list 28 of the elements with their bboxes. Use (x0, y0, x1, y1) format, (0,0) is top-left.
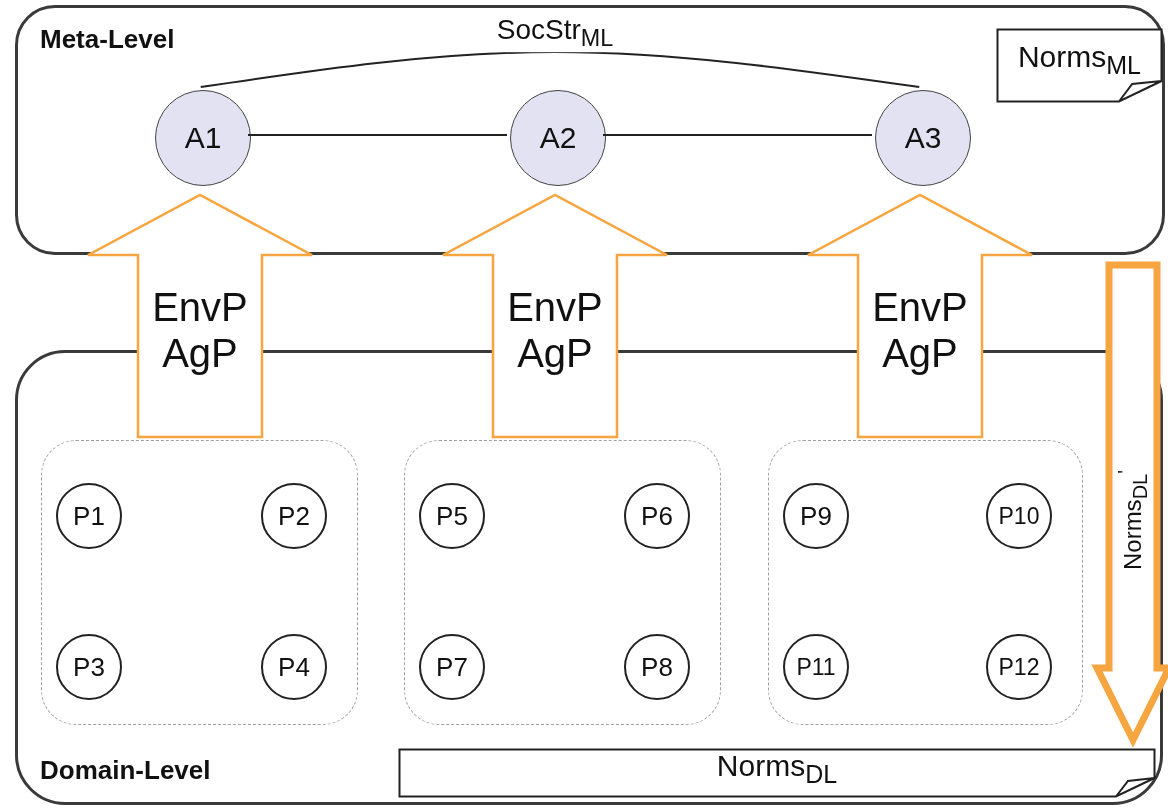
place-label: P6 (641, 500, 673, 532)
place-label: P2 (278, 500, 310, 532)
place-label: P11 (796, 653, 836, 681)
agent-label: A3 (904, 121, 942, 155)
place-label: P3 (73, 651, 105, 683)
connector-line (247, 134, 508, 136)
place-label: P5 (436, 500, 468, 532)
document-label: Norms$_{DL}$ (716, 749, 838, 789)
agent-label: A1 (184, 121, 222, 155)
place-label: P10 (998, 502, 1040, 530)
level-title: Domain-Level (40, 755, 211, 786)
document-shape (398, 748, 1156, 798)
group-box (404, 440, 721, 725)
group-box (768, 440, 1083, 725)
place-label: P9 (800, 500, 832, 532)
document-shape (996, 28, 1163, 103)
place-label: P4 (278, 651, 310, 683)
group-box (41, 440, 358, 725)
connector-line (602, 134, 873, 136)
agent-label: A2 (539, 121, 577, 155)
connector-line (199, 51, 921, 88)
level-title: Meta-Level (40, 24, 175, 55)
place-label: P8 (641, 651, 673, 683)
document-label: Norms$_{ML}$ (1017, 39, 1142, 80)
place-label: P7 (436, 651, 468, 683)
place-label: P1 (73, 500, 105, 532)
place-label: P12 (998, 653, 1040, 681)
block-arrow (1091, 261, 1168, 748)
